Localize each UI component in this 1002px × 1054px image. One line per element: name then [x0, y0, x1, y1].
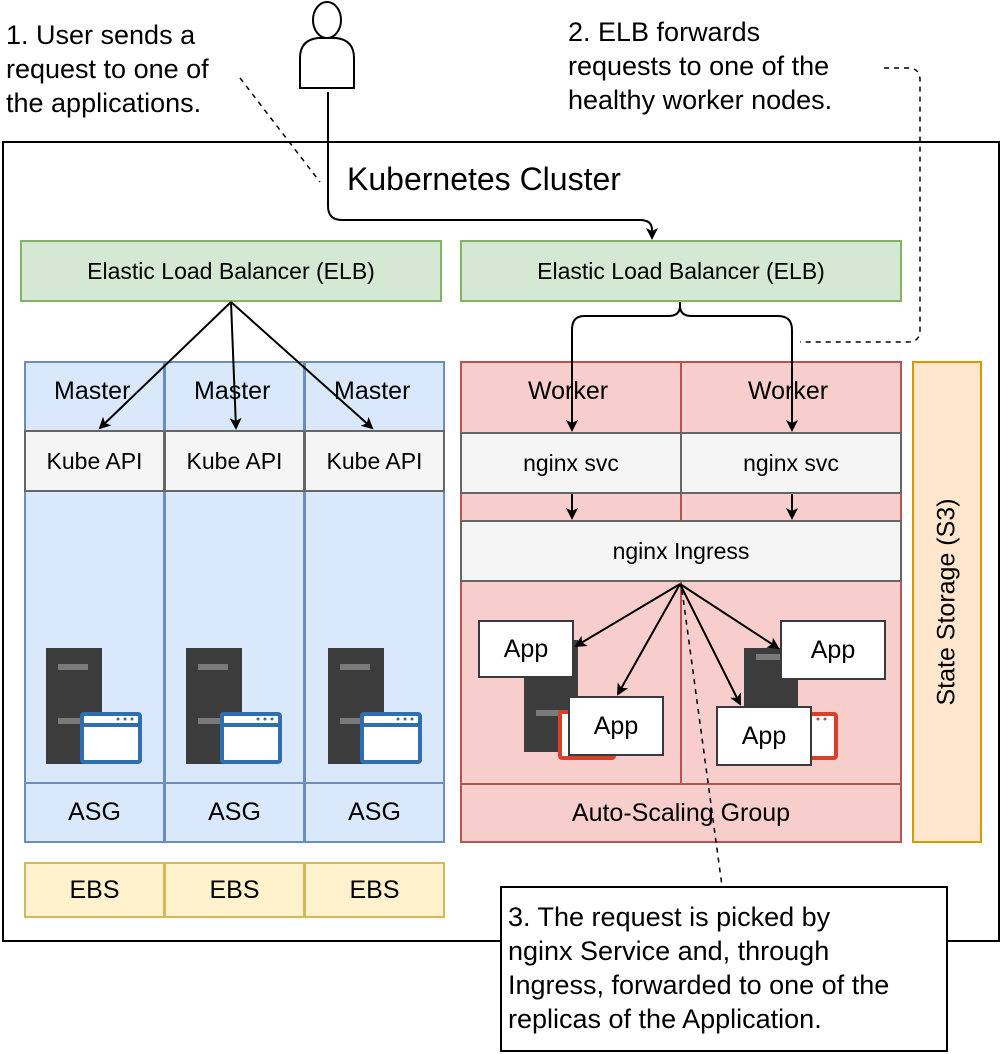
note-ingress-box [500, 886, 948, 1052]
master-asg: ASG [304, 782, 445, 843]
master-elb: Elastic Load Balancer (ELB) [20, 240, 442, 302]
kube-api: Kube API [164, 430, 305, 492]
note-user-request: 1. User sends a request to one of the ap… [6, 20, 209, 118]
kube-api: Kube API [304, 430, 445, 492]
auto-scaling-group: Auto-Scaling Group [460, 783, 902, 843]
ebs-volume: EBS [164, 862, 305, 918]
worker-title: Worker [528, 377, 609, 405]
state-storage [912, 361, 982, 843]
master-title: Master [54, 377, 131, 405]
worker-elb: Elastic Load Balancer (ELB) [460, 240, 902, 302]
master-title: Master [194, 377, 271, 405]
ebs-volume: EBS [24, 862, 165, 918]
app-replica: App [716, 706, 812, 766]
worker-title: Worker [748, 377, 829, 405]
app-replica: App [780, 620, 886, 680]
cluster-title: Kubernetes Cluster [347, 161, 621, 197]
note-elb-forward: 2. ELB forwards requests to one of the h… [568, 17, 833, 115]
kube-api: Kube API [24, 430, 165, 492]
master-title: Master [334, 377, 411, 405]
app-replica: App [568, 696, 664, 756]
master-asg: ASG [164, 782, 305, 843]
nginx-svc: nginx svc [460, 432, 682, 494]
nginx-svc: nginx svc [680, 432, 902, 494]
app-replica: App [478, 620, 574, 678]
note-ingress-pick: 3. The request is picked by nginx Servic… [508, 902, 890, 1034]
nginx-ingress: nginx Ingress [460, 520, 902, 582]
ebs-volume: EBS [304, 862, 445, 918]
master-asg: ASG [24, 782, 165, 843]
state-storage-label: State Storage (S3) [932, 498, 961, 706]
